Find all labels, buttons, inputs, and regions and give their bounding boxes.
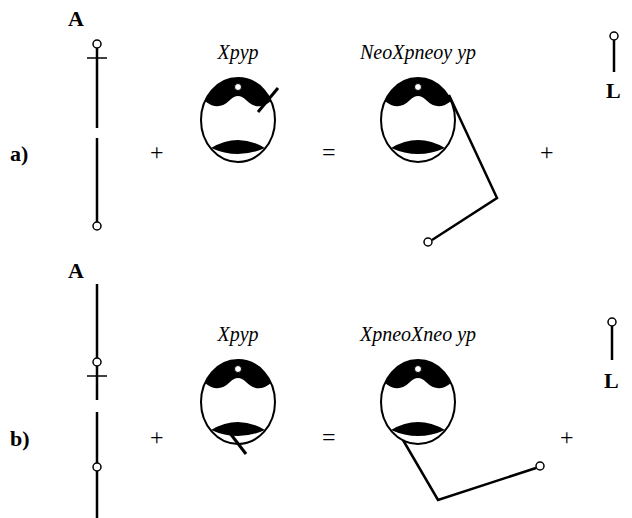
- chromosome-name: A: [68, 260, 84, 282]
- chromosome-l: [608, 318, 616, 360]
- chromosome-stub: [226, 428, 246, 454]
- chromosome-stub: [258, 88, 278, 112]
- fused-chromosome: [424, 95, 497, 246]
- operator: +: [560, 425, 574, 449]
- cell: [381, 360, 455, 444]
- cell: [201, 360, 275, 444]
- operator: =: [322, 140, 336, 164]
- karyotype-formula: Xpyp: [217, 324, 258, 344]
- karyotype-formula: Xpyp: [217, 42, 258, 62]
- operator: +: [540, 140, 554, 164]
- cell: [201, 78, 275, 162]
- cell: [381, 78, 455, 162]
- panel-letter: b): [10, 428, 30, 450]
- panel-letter: a): [10, 143, 28, 165]
- chromosome-a: [87, 40, 107, 230]
- operator: +: [150, 140, 164, 164]
- chromosome-l: [610, 32, 618, 72]
- karyotype-formula: NeoXpneoy yp: [360, 42, 476, 62]
- operator: +: [150, 425, 164, 449]
- chromosome-a: [87, 284, 107, 518]
- operator: =: [322, 425, 336, 449]
- chromosome-name: A: [68, 8, 84, 30]
- fused-chromosome: [403, 440, 544, 500]
- chromosome-name: L: [606, 80, 621, 102]
- chromosome-name: L: [604, 370, 619, 392]
- karyotype-formula: XpneoXneo yp: [360, 324, 476, 344]
